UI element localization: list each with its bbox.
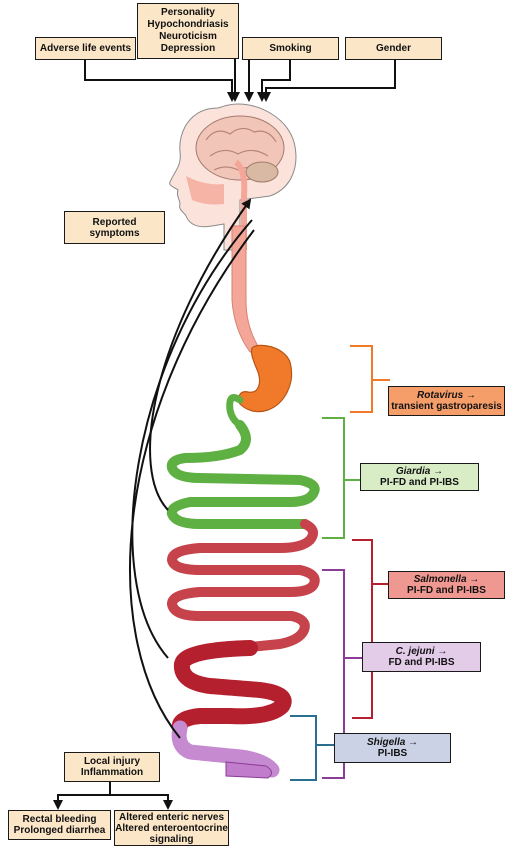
rectal-bleeding-box: Rectal bleeding Prolonged diarrhea: [8, 810, 111, 840]
small-intestine-upper: [172, 425, 315, 524]
smoking-box: Smoking: [242, 37, 339, 60]
rectal-line2: Prolonged diarrhea: [14, 825, 106, 836]
local-injury-line1: Local injury: [84, 756, 140, 767]
giardia-outcome: PI-FD and PI-IBS: [380, 477, 459, 488]
smoking-label: Smoking: [269, 43, 311, 54]
psych-depression: Depression: [161, 43, 215, 55]
rotavirus-box: Rotavirus → transient gastroparesis: [388, 386, 505, 416]
altered-enteric-box: Altered enteric nerves Altered enteroent…: [114, 810, 229, 846]
psych-factors-box: Personality Hypochondriasis Neuroticism …: [137, 3, 239, 59]
giardia-box: Giardia → PI-FD and PI-IBS: [360, 463, 479, 491]
altered-line3: signaling: [150, 834, 194, 845]
reported-symptoms-line1: Reported: [93, 217, 137, 228]
shigella-box: Shigella → PI-IBS: [334, 733, 451, 763]
psych-neuroticism: Neuroticism: [159, 31, 217, 43]
reported-symptoms-box: Reported symptoms: [64, 211, 165, 244]
local-injury-line2: Inflammation: [81, 767, 143, 778]
rotavirus-organism: Rotavirus →: [417, 390, 476, 401]
giardia-organism: Giardia →: [396, 466, 443, 477]
psych-hypochondriasis: Hypochondriasis: [147, 19, 228, 31]
salmonella-outcome: PI-FD and PI-IBS: [407, 585, 486, 596]
gender-box: Gender: [345, 37, 442, 60]
gender-label: Gender: [376, 43, 411, 54]
shigella-outcome: PI-IBS: [378, 748, 407, 759]
salmonella-box: Salmonella → PI-FD and PI-IBS: [388, 571, 505, 599]
risk-factor-arrows: [85, 58, 395, 100]
altered-line1: Altered enteric nerves: [119, 812, 224, 823]
salmonella-organism: Salmonella →: [414, 574, 480, 585]
stomach: [238, 345, 291, 411]
rectal-line1: Rectal bleeding: [23, 814, 97, 825]
shigella-organism: Shigella →: [367, 737, 418, 748]
adverse-life-events-box: Adverse life events: [35, 37, 136, 60]
local-injury-arrows: [58, 782, 168, 808]
cjejuni-box: C. jejuni → FD and PI-IBS: [362, 642, 481, 672]
cjejuni-outcome: FD and PI-IBS: [388, 657, 454, 668]
adverse-life-events-label: Adverse life events: [40, 43, 131, 54]
small-intestine-lower: [172, 524, 315, 648]
psych-personality: Personality: [161, 7, 215, 19]
altered-line2: Altered enteroentocrine: [115, 823, 228, 834]
local-injury-box: Local injury Inflammation: [64, 752, 160, 782]
brackets: [290, 346, 390, 780]
colon: [180, 648, 284, 728]
rotavirus-outcome: transient gastroparesis: [391, 401, 502, 412]
reported-symptoms-line2: symptoms: [89, 228, 139, 239]
cjejuni-organism: C. jejuni →: [396, 646, 448, 657]
